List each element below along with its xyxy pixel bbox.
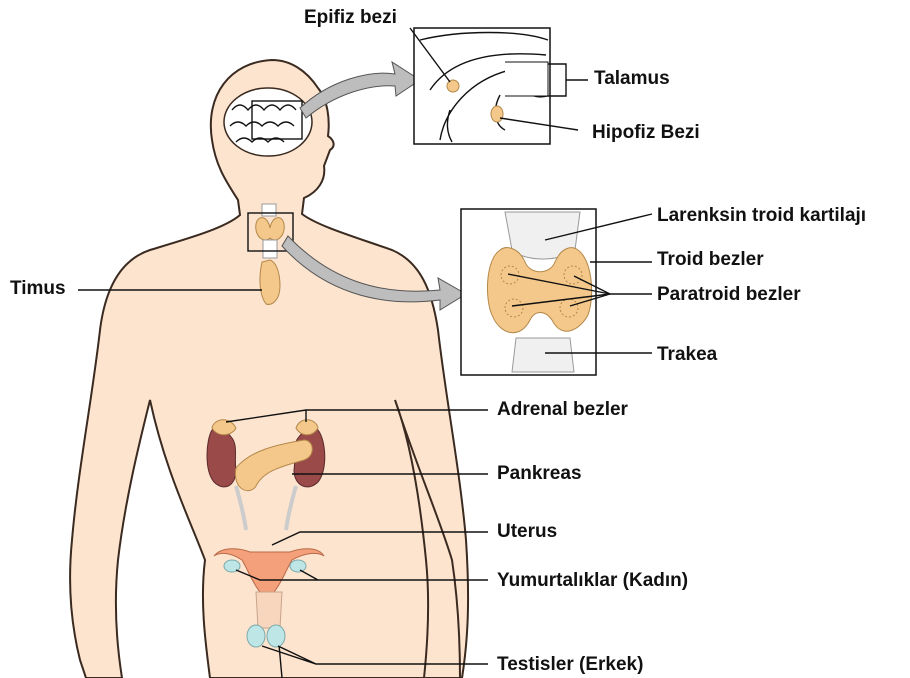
neck-arrow	[281, 235, 467, 311]
pituitary-gland	[490, 105, 504, 123]
label-thyroid-cartilage: Larenksin troid kartilajı	[657, 205, 866, 226]
label-thyroid: Troid bezler	[657, 249, 764, 270]
trachea	[511, 337, 575, 373]
brain	[223, 87, 313, 157]
label-parathyroid: Paratroid bezler	[657, 284, 801, 305]
ovary-left	[223, 559, 241, 573]
label-trachea: Trakea	[657, 344, 718, 365]
neck-zoom-box	[247, 212, 294, 252]
parathyroid-3	[563, 265, 583, 285]
label-testes: Testisler (Erkek)	[497, 654, 643, 675]
parathyroid-2	[504, 298, 524, 318]
label-thalamus: Talamus	[594, 68, 670, 89]
leader-lines	[78, 27, 653, 665]
adrenal-left	[211, 419, 237, 436]
thyroid-gland	[487, 247, 593, 334]
kidney-left	[206, 427, 237, 488]
brain-inset	[413, 27, 551, 145]
label-uterus: Uterus	[497, 521, 557, 542]
reproductive-organs	[213, 548, 325, 648]
label-pituitary: Hipofiz Bezi	[592, 122, 700, 143]
brain-zoom-box	[251, 100, 303, 140]
uterus-organ	[213, 548, 325, 596]
abdominal-organs	[206, 419, 326, 531]
ureters	[234, 485, 298, 531]
label-ovaries: Yumurtalıklar (Kadın)	[497, 570, 688, 591]
testis-right	[266, 624, 286, 648]
pineal-gland	[446, 79, 460, 93]
neck-glands	[247, 203, 294, 305]
ovary-right	[289, 559, 307, 573]
thalamus-region	[505, 61, 549, 97]
labels: Epifiz bezi Talamus Hipofiz Bezi Timus L…	[10, 7, 866, 675]
label-thymus: Timus	[10, 278, 66, 299]
thyroid-inset	[460, 208, 597, 376]
parathyroid-4	[559, 298, 579, 318]
parathyroid-1	[500, 265, 520, 285]
adrenal-right	[295, 419, 319, 436]
label-pancreas: Pankreas	[497, 463, 582, 484]
label-adrenal: Adrenal bezler	[497, 399, 629, 420]
thymus-gland	[259, 259, 281, 305]
testis-left	[246, 624, 266, 648]
male-organ	[255, 591, 283, 629]
label-pineal: Epifiz bezi	[304, 7, 397, 28]
pancreas-gland	[234, 439, 313, 491]
